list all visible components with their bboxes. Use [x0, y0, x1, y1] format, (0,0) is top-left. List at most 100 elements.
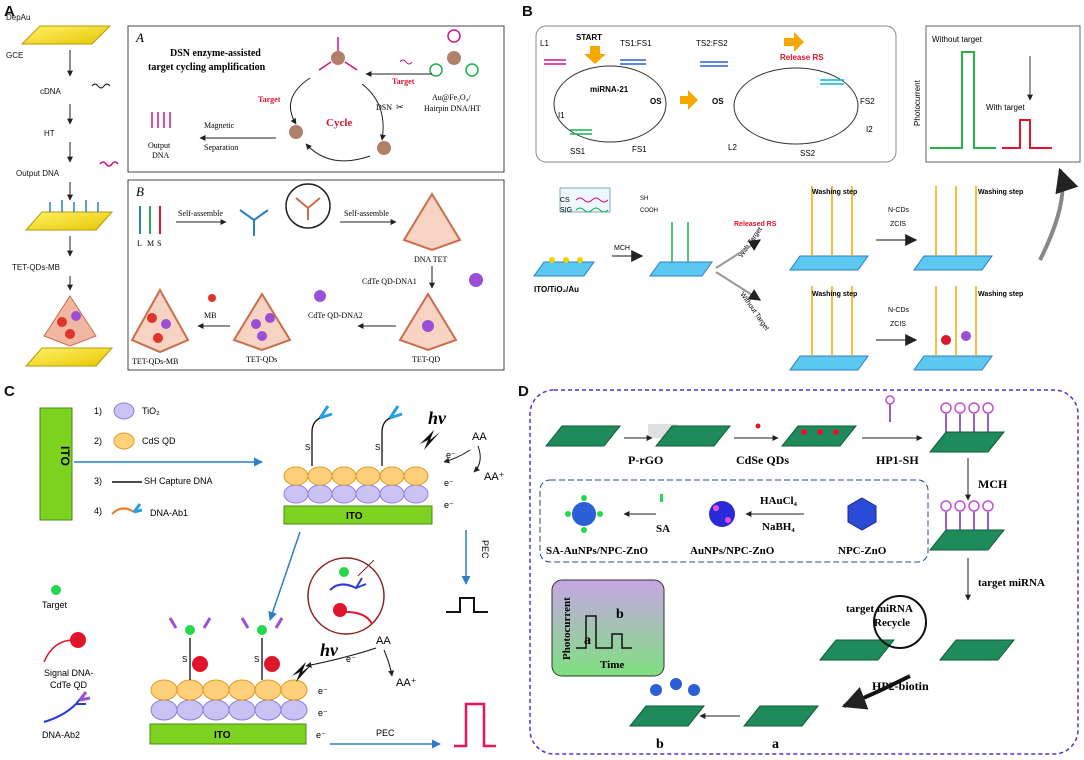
- yellow-arrow-1: [680, 90, 698, 110]
- mb-molecule: [208, 294, 216, 302]
- box-a-reagent-2: Hairpin DNA/HT: [424, 104, 481, 113]
- d-mch: MCH: [978, 477, 1008, 491]
- b-with-target: With Target: [738, 226, 764, 259]
- release-arrow: [784, 32, 804, 52]
- strand-s: S: [157, 239, 161, 248]
- b-zcis-2: ZCIS: [890, 321, 906, 328]
- d-target-2: target miRNA: [846, 603, 913, 615]
- trace-with: [1002, 119, 1052, 149]
- e-bottom-2: e⁻: [318, 686, 328, 696]
- d-a-label: a: [772, 737, 779, 752]
- e-top-2: e⁻: [444, 478, 454, 488]
- panel-d-letter: D: [518, 383, 529, 400]
- cycle-2: [733, 67, 859, 145]
- d-sa: SA: [656, 523, 670, 535]
- npc-zno-icon: [847, 497, 877, 531]
- electrode-no-target: [789, 355, 869, 371]
- b-ncds-2: N-CDs: [888, 307, 909, 314]
- box-b-tet-qd: TET-QD: [412, 355, 440, 364]
- hv-bottom: hv: [320, 640, 339, 660]
- b-l1: L1: [540, 39, 549, 48]
- electrode-with-target: [789, 255, 869, 271]
- dna-tet-shape: [402, 192, 462, 252]
- light-bolt-bottom: [292, 662, 312, 682]
- substrate-3: [780, 425, 858, 447]
- d-b-label: b: [656, 737, 664, 752]
- tet-on-electrode: [43, 295, 97, 347]
- b-sig: SIG: [560, 207, 572, 214]
- b-released-rs: Released RS: [734, 221, 777, 228]
- inset-with: With target: [986, 103, 1025, 112]
- recycle-circle: [873, 595, 927, 649]
- tet-qds-shape: [232, 292, 292, 352]
- c-dna-ab2: DNA-Ab2: [42, 730, 80, 740]
- box-a-title-1: DSN enzyme-assisted: [170, 48, 261, 59]
- d-sa-au-npc: SA-AuNPs/NPC-ZnO: [546, 545, 649, 557]
- substrate-a: [742, 705, 820, 727]
- b-release: Release RS: [780, 53, 824, 62]
- box-b-qd-dna2: CdTe QD-DNA2: [308, 311, 363, 320]
- step-tet-qds-mb: TET-QDs-MB: [12, 263, 60, 272]
- b-i2: I2: [866, 125, 873, 134]
- b-mirna: miRNA-21: [590, 85, 629, 94]
- panel-c-letter: C: [4, 383, 15, 400]
- d-npc: NPC-ZnO: [838, 545, 887, 557]
- substrate-b: [628, 705, 706, 727]
- e-top-1: e⁻: [446, 450, 456, 460]
- substrate-6: [818, 639, 896, 661]
- self-assemble-1: Self-assemble: [178, 209, 223, 218]
- box-a-cycle: Cycle: [326, 117, 352, 129]
- aa-plus-top: AA⁺: [484, 471, 505, 483]
- box-b-dna-tet: DNA TET: [414, 255, 448, 264]
- d-haucl4: HAuCl₄: [760, 495, 798, 507]
- box-a-magnetic: Magnetic: [204, 121, 235, 130]
- c-signal-2: CdTe QD: [50, 680, 88, 690]
- b-os1: OS: [650, 97, 662, 106]
- light-bolt-top: [420, 430, 440, 450]
- ito-top-plate: [283, 505, 433, 525]
- d-time: Time: [600, 659, 624, 671]
- e-bottom-3: e⁻: [318, 708, 328, 718]
- b-wash-2: Washing step: [978, 189, 1023, 196]
- d-photocurrent-inset: [551, 579, 665, 677]
- box-b-qd-dna1: CdTe QD-DNA1: [362, 277, 417, 286]
- ito-vertical-bar: [39, 407, 73, 521]
- cycle-particle-right: [377, 141, 391, 155]
- box-a-title-2: target cycling amplification: [148, 62, 266, 73]
- b-mch: MCH: [614, 245, 630, 252]
- ito-electrode-1: [533, 261, 595, 277]
- self-assemble-2: Self-assemble: [344, 209, 389, 218]
- photocurrent-inset: [925, 25, 1081, 163]
- electrode-final: [24, 347, 114, 367]
- synthesis-box: [539, 479, 929, 563]
- trace-without: [930, 51, 996, 149]
- panel-a: A DepAu GCE cDNA HT Output DNA TET-QDs-M…: [4, 3, 505, 371]
- c-target: Target: [42, 600, 68, 610]
- legend-3-num: 3): [94, 476, 102, 486]
- electrode-with-dna: [24, 211, 114, 231]
- cycle-particle-left: [289, 125, 303, 139]
- d-a-inset: a: [584, 633, 591, 648]
- strand-l: L: [137, 239, 142, 248]
- b-l2: L2: [728, 143, 737, 152]
- e-bottom-1: e⁻: [346, 654, 356, 664]
- d-hp1: HP1-SH: [876, 453, 919, 467]
- au-fe3o4-particle: [331, 51, 345, 65]
- junction-zoom-circle: [285, 183, 331, 229]
- b-ss1: SS1: [570, 147, 586, 156]
- panel-b-letter: B: [522, 3, 533, 20]
- box-a-target-left: Target: [258, 95, 281, 104]
- inset-ylabel: Photocurrent: [913, 79, 922, 126]
- b-electrode: ITO/TiO₂/Au: [534, 285, 579, 294]
- ito-bottom-plate: [149, 723, 307, 745]
- pec-bottom: PEC: [376, 728, 395, 738]
- legend-1-num: 1): [94, 406, 102, 416]
- b-fs2: FS2: [860, 97, 875, 106]
- b-wash-3: Washing step: [812, 291, 857, 298]
- tio2-row-bottom: [150, 699, 308, 721]
- box-a-dsn: DSN: [376, 103, 392, 112]
- substrate-2: [654, 425, 732, 447]
- electrode-with-target-2: [913, 255, 993, 271]
- aa-bottom: AA: [376, 635, 391, 647]
